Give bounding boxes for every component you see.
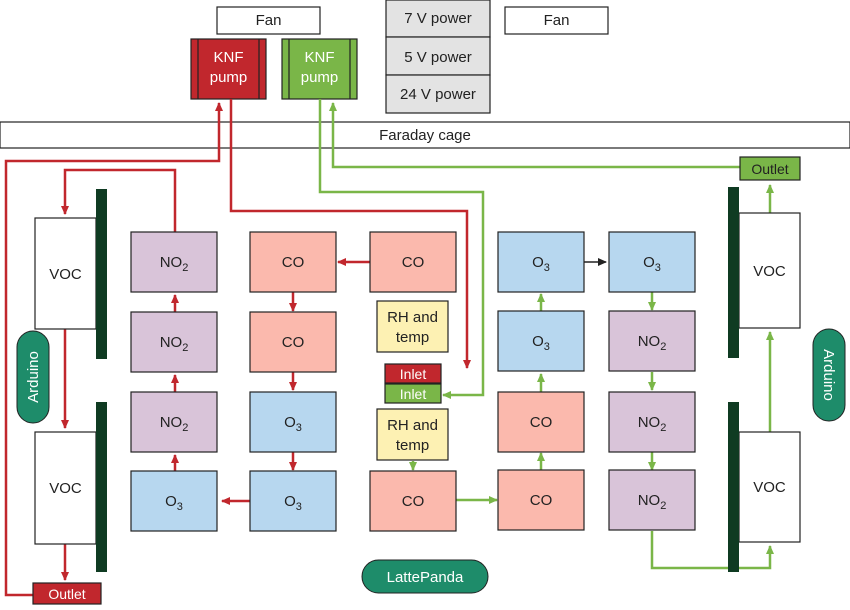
power-5v-label: 5 V power: [404, 49, 472, 66]
knf-pump-green: KNF pump: [281, 38, 358, 100]
faraday-cage-bar: Faraday cage: [0, 121, 850, 149]
right-voc-lower-label: VOC: [753, 479, 786, 496]
sensor-col2-row3: O3: [249, 391, 337, 453]
sensor-col3-row4: CO: [369, 470, 457, 532]
fan-right-box: Fan: [504, 6, 609, 35]
red-flow-lines: [4, 99, 471, 597]
red-flow-outlet-to-pump: [4, 102, 223, 597]
knf-pump-green-line2: pump: [301, 69, 339, 86]
sensor-col5-row4: NO2: [608, 469, 696, 531]
sensor-col1-row2-label: NO2: [160, 334, 189, 354]
power-7v-label: 7 V power: [404, 10, 472, 27]
sensor-col3-row1-label: CO: [402, 254, 425, 271]
green-flow-lines: [318, 99, 774, 570]
lattepanda-label: LattePanda: [387, 569, 464, 586]
rh-temp-sensor-upper: RH and temp: [376, 300, 449, 353]
knf-pump-red-line2: pump: [210, 69, 248, 86]
rh-temp-lower-line1: RH and: [387, 417, 438, 434]
lattepanda-board: LattePanda: [361, 559, 489, 594]
inlet-red: Inlet: [384, 363, 442, 384]
sensor-col1-row3-label: NO2: [160, 414, 189, 434]
sensor-col5-row3: NO2: [608, 391, 696, 453]
sensor-col2-row1-label: CO: [282, 254, 305, 271]
faraday-cage-label: Faraday cage: [379, 127, 471, 144]
arduino-left-label: Arduino: [25, 351, 42, 403]
sensor-col4-row2: O3: [497, 310, 585, 372]
sensor-col4-row4: CO: [497, 469, 585, 531]
sensor-col1-row2: NO2: [130, 311, 218, 373]
sensor-col4-row3: CO: [497, 391, 585, 453]
sensor-col5-row3-label: NO2: [638, 414, 667, 434]
sensor-col2-row3-label: O3: [284, 414, 302, 434]
right-voc-lower-bar: [728, 402, 739, 572]
sensor-col5-row2: NO2: [608, 310, 696, 372]
sensor-col1-row3: NO2: [130, 391, 218, 453]
sensor-col3-row1: CO: [369, 231, 457, 293]
inlet-red-label: Inlet: [400, 366, 427, 382]
green-flow-outlet-to-pump: [329, 102, 740, 169]
left-voc-lower-label: VOC: [49, 480, 82, 497]
knf-pump-red: KNF pump: [190, 38, 267, 100]
left-voc-upper-bar: [96, 189, 107, 359]
sensor-col5-row4-label: NO2: [638, 492, 667, 512]
sensor-col2-row4-label: O3: [284, 493, 302, 513]
fan-right-label: Fan: [544, 12, 570, 29]
inlet-green-label: Inlet: [400, 386, 427, 402]
green-flow-pump-to-inlet: [318, 99, 485, 399]
sensor-col4-row2-label: O3: [532, 333, 550, 353]
knf-pump-red-line1: KNF: [214, 49, 244, 66]
sensor-col4-row1: O3: [497, 231, 585, 293]
sensor-col4-row4-label: CO: [530, 492, 553, 509]
sensor-col2-row2: CO: [249, 311, 337, 373]
sensor-col4-row1-label: O3: [532, 254, 550, 274]
arduino-right-label: Arduino: [820, 349, 837, 401]
green-flow-no2-to-voc: [650, 531, 774, 570]
sensor-col1-row1-label: NO2: [160, 254, 189, 274]
arduino-right: Arduino: [812, 328, 846, 422]
outlet-green: Outlet: [739, 156, 801, 181]
power-24v-label: 24 V power: [400, 86, 476, 103]
left-voc-upper: VOC: [34, 189, 107, 359]
right-voc-upper-label: VOC: [753, 263, 786, 280]
sensor-col5-row2-label: NO2: [638, 333, 667, 353]
right-voc-upper: VOC: [728, 187, 801, 358]
red-flow-pump-to-inlet: [229, 99, 471, 369]
sensor-col4-row3-label: CO: [530, 414, 553, 431]
left-voc-upper-label: VOC: [49, 266, 82, 283]
outlet-red-label: Outlet: [48, 586, 85, 602]
sensor-col5-row1-label: O3: [643, 254, 661, 274]
rh-temp-lower-line2: temp: [396, 437, 429, 454]
power-supply-stack: 7 V power 5 V power 24 V power: [385, 0, 491, 114]
outlet-green-label: Outlet: [751, 161, 788, 177]
arduino-left: Arduino: [16, 330, 50, 424]
outlet-red: Outlet: [32, 582, 102, 605]
knf-pump-green-line1: KNF: [305, 49, 335, 66]
left-voc-lower-bar: [96, 402, 107, 572]
sensor-col1-row1: NO2: [130, 231, 218, 293]
red-flow-no2-to-voc: [61, 168, 177, 232]
left-voc-lower: VOC: [34, 402, 107, 572]
rh-temp-sensor-lower: RH and temp: [376, 408, 449, 461]
sensor-col1-row4-label: O3: [165, 493, 183, 513]
sensor-col2-row2-label: CO: [282, 334, 305, 351]
fan-left-label: Fan: [256, 12, 282, 29]
inlet-green: Inlet: [384, 383, 442, 404]
rh-temp-upper-line2: temp: [396, 329, 429, 346]
sensor-grid: NO2NO2NO2O3COCOO3O3COCOO3O3COCOO3NO2NO2N…: [130, 231, 696, 532]
sensor-col2-row1: CO: [249, 231, 337, 293]
sensor-col3-row4-label: CO: [402, 493, 425, 510]
right-voc-upper-bar: [728, 187, 739, 358]
sensor-col5-row1: O3: [608, 231, 696, 293]
fan-left-box: Fan: [216, 6, 321, 35]
rh-temp-upper-line1: RH and: [387, 309, 438, 326]
sensor-col2-row4: O3: [249, 470, 337, 532]
right-voc-lower: VOC: [728, 402, 801, 572]
sensor-col1-row4: O3: [130, 470, 218, 532]
